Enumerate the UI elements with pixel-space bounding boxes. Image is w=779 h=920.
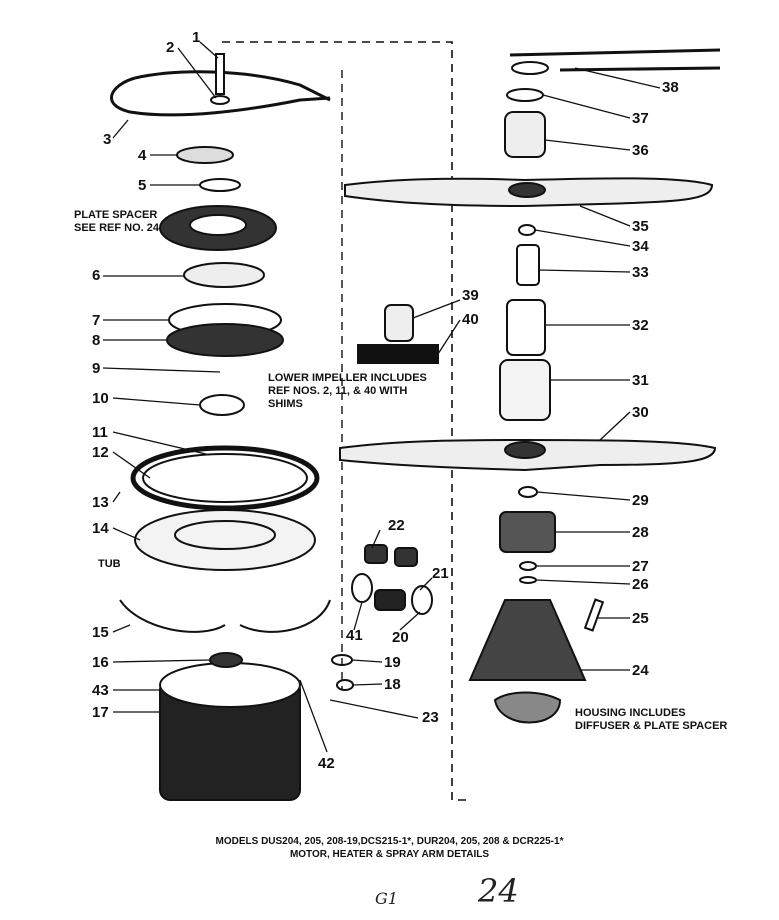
part-number-36: 36 [632,142,649,159]
housing-note: HOUSING INCLUDES DIFFUSER & PLATE SPACER [575,707,727,733]
part-number-26: 26 [632,576,649,593]
part-number-28: 28 [632,524,649,541]
part-number-8: 8 [92,332,101,349]
bushing-21 [374,589,406,611]
tube-nut [511,61,549,75]
grommet-18 [336,679,354,691]
bushing [384,304,414,342]
washer [210,95,230,105]
housing [468,599,587,681]
part-number-17: 17 [92,704,109,721]
plate-spacer-note-line2: SEE REF NO. 24 [74,222,159,234]
hub-nut [518,486,538,498]
housing-note-line1: HOUSING INCLUDES [575,707,686,719]
part-number-31: 31 [632,372,649,389]
part-number-1: 1 [192,29,201,46]
part-number-23: 23 [422,709,439,726]
bearing-ring [506,88,544,102]
part-number-9: 9 [92,360,101,377]
part-number-15: 15 [92,624,109,641]
part-number-18: 18 [384,676,401,693]
screw [215,53,225,95]
clip-22b [394,547,418,567]
spray-tube-middle [506,299,546,356]
housing-note-line2: DIFFUSER & PLATE SPACER [575,720,728,732]
handwritten-page-code: G1 [375,889,398,908]
spray-arm-hub [504,111,546,158]
part-number-19: 19 [384,654,401,671]
part-number-14: 14 [92,520,109,537]
clip-22 [364,544,388,564]
heater-element [110,76,331,117]
part-number-21: 21 [432,565,449,582]
part-number-6: 6 [92,267,101,284]
part-number-42: 42 [318,755,335,772]
part-number-13: 13 [92,494,109,511]
spray-arm-nut [518,224,536,236]
washer-small [519,561,537,571]
motor-coupling [209,652,243,668]
part-number-30: 30 [632,404,649,421]
lower-impeller-note-line2: REF NOS. 2, 11, & 40 WITH [268,385,408,397]
caption-title: MOTOR, HEATER & SPRAY ARM DETAILS [289,849,490,860]
tub-note: TUB [98,558,121,570]
part-number-22: 22 [388,517,405,534]
seal-ring [130,445,320,511]
part-number-34: 34 [632,238,649,255]
pump-cover [183,262,265,288]
pump-housing [134,509,316,571]
clip [519,576,537,584]
part-number-5: 5 [138,177,147,194]
part-number-11: 11 [92,424,108,441]
part-number-2: 2 [166,39,175,56]
part-number-41: 41 [346,627,363,644]
lower-impeller [199,394,245,416]
plate-spacer-note-line1: PLATE SPACER [74,209,158,221]
caption-models: MODELS DUS204, 205, 208-19,DCS215-1*, DU… [215,836,564,847]
part-number-40: 40 [462,311,479,328]
part-number-3: 3 [103,131,112,148]
part-number-4: 4 [138,147,147,164]
spray-tube-lower [499,359,551,421]
lower-impeller-note: LOWER IMPELLER INCLUDES REF NOS. 2, 11, … [268,372,427,411]
strainer [493,691,562,724]
retainer-20 [411,585,433,615]
part-number-37: 37 [632,110,649,127]
part-number-29: 29 [632,492,649,509]
part-number-38: 38 [662,79,679,96]
part-number-25: 25 [632,610,649,627]
chopper-blade [199,178,241,192]
lower-impeller-note-line3: SHIMS [268,398,303,410]
gasket-bottom [166,323,284,357]
part-number-20: 20 [392,629,409,646]
supply-tube [509,48,721,72]
part-number-7: 7 [92,312,101,329]
dashed-divider [222,41,470,801]
part-number-10: 10 [92,390,109,407]
cap [176,146,234,164]
handwritten-page-number: 24 [478,872,519,910]
part-number-39: 39 [462,287,479,304]
part-number-12: 12 [92,444,109,461]
part-number-16: 16 [92,654,109,671]
lower-impeller-note-line1: LOWER IMPELLER INCLUDES [268,372,427,384]
diagram-caption: MODELS DUS204, 205, 208-19,DCS215-1*, DU… [0,835,779,861]
retainer-41 [351,573,373,603]
spray-tube-upper [516,244,540,286]
mount-bracket [357,344,439,364]
housing-screw [583,598,605,632]
tub-bracket-left [119,599,226,633]
diffuser [499,511,556,553]
part-number-35: 35 [632,218,649,235]
part-number-43: 43 [92,682,109,699]
plate-spacer-note: PLATE SPACER SEE REF NO. 24 [74,209,159,235]
part-number-32: 32 [632,317,649,334]
part-number-24: 24 [632,662,649,679]
tub-bracket-right [239,599,331,633]
part-number-33: 33 [632,264,649,281]
part-number-27: 27 [632,558,649,575]
